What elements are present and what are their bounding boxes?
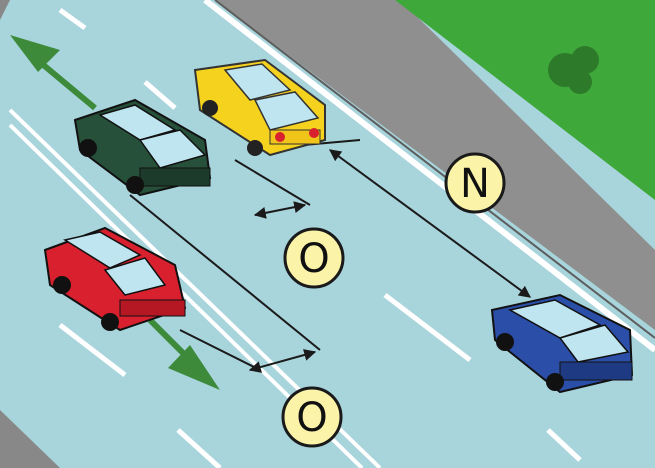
svg-text:N: N bbox=[460, 161, 490, 207]
svg-text:O: O bbox=[298, 236, 329, 282]
label-n: N bbox=[446, 154, 504, 212]
svg-text:O: O bbox=[296, 395, 327, 441]
label-o-upper: O bbox=[285, 229, 343, 287]
label-o-lower: O bbox=[283, 388, 341, 446]
